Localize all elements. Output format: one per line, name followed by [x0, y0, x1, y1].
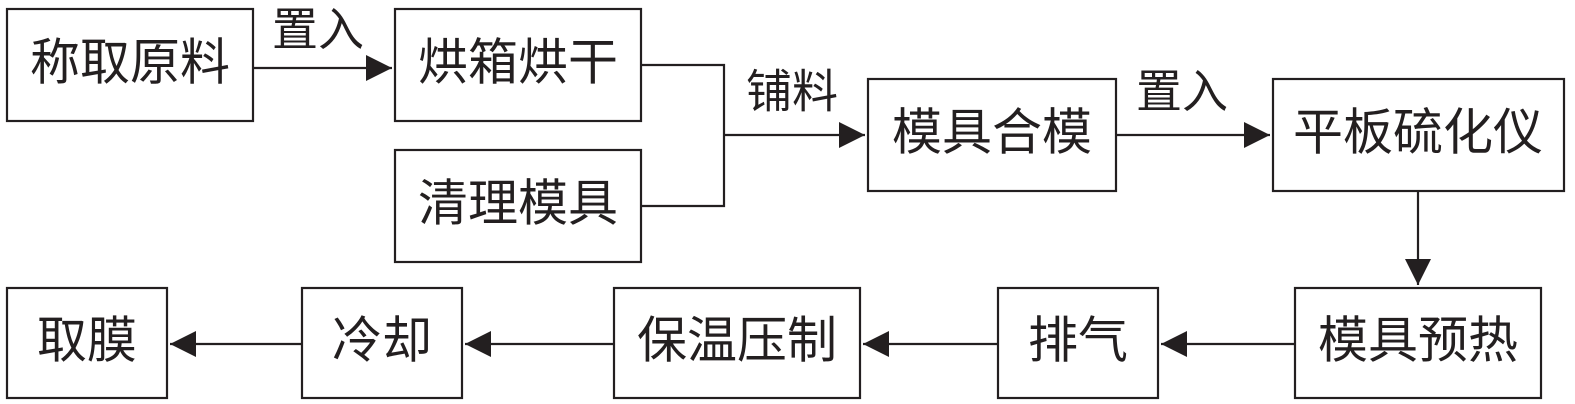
- node-oven-dry: 烘箱烘干: [393, 7, 643, 123]
- node-cool-label: 冷却: [332, 312, 432, 370]
- edge-label-weigh-to-dry: 置入: [272, 3, 364, 57]
- node-weigh-material: 称取原料: [5, 7, 255, 123]
- node-hold-press: 保温压制: [612, 286, 862, 400]
- node-remove-film-label: 取膜: [37, 312, 137, 370]
- edge-label-close-to-press: 置入: [1136, 65, 1228, 119]
- node-exhaust: 排气: [996, 286, 1160, 400]
- node-mold-preheat-label: 模具预热: [1318, 312, 1518, 370]
- node-hold-press-label: 保温压制: [637, 312, 837, 370]
- node-flat-vulcanizer: 平板硫化仪: [1271, 77, 1566, 193]
- node-remove-film: 取膜: [5, 286, 169, 400]
- node-clean-mold-label: 清理模具: [418, 175, 618, 233]
- bracket-dry-and-clean: [641, 63, 726, 208]
- node-oven-dry-label: 烘箱烘干: [418, 34, 618, 92]
- node-exhaust-label: 排气: [1028, 312, 1128, 370]
- node-close-mold: 模具合模: [866, 77, 1118, 193]
- node-weigh-material-label: 称取原料: [30, 34, 230, 92]
- node-flat-vulcanizer-label: 平板硫化仪: [1293, 104, 1543, 162]
- node-close-mold-label: 模具合模: [892, 104, 1092, 162]
- edge-label-lay-material: 铺料: [746, 65, 838, 119]
- node-clean-mold: 清理模具: [393, 148, 643, 264]
- node-mold-preheat: 模具预热: [1293, 286, 1543, 400]
- node-cool: 冷却: [300, 286, 464, 400]
